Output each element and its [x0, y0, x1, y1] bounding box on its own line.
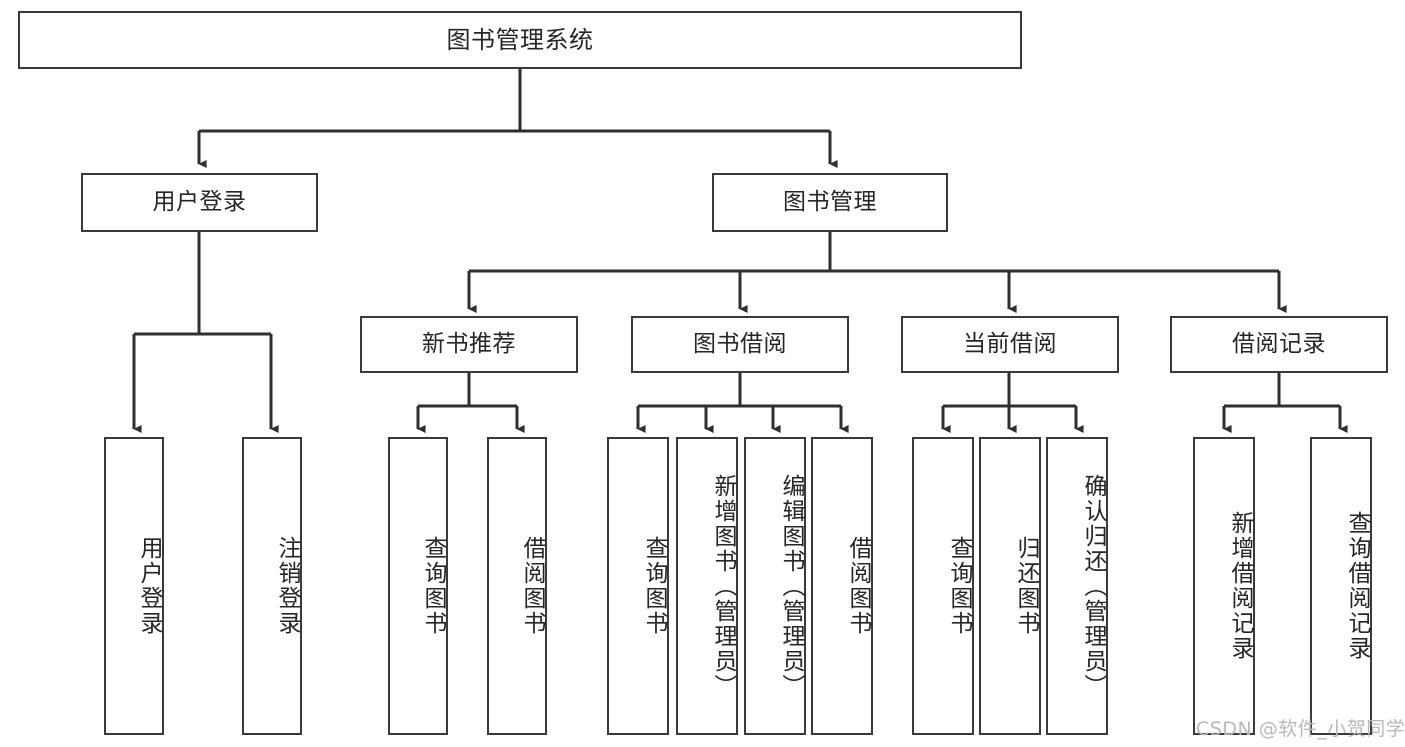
node-root-label: 图书管理系统: [446, 25, 594, 54]
node-book-management-label: 图书管理: [783, 188, 877, 215]
node-leaf-borrow-query-book-label: 查询图书: [641, 536, 667, 636]
node-leaf-query-borrow-record-label: 查询借阅记录: [1344, 511, 1370, 661]
node-book-borrow[interactable]: 图书借阅: [631, 316, 849, 373]
node-new-book-recommend-label: 新书推荐: [422, 330, 516, 357]
node-leaf-borrow-book-label: 借阅图书: [845, 536, 871, 636]
node-leaf-new-book-borrow-book[interactable]: 借阅图书: [487, 437, 547, 735]
node-leaf-add-book-admin-label: 新增图书（管理员）: [710, 473, 736, 699]
node-leaf-user-login-label: 用户登录: [136, 536, 162, 636]
node-leaf-edit-book-admin[interactable]: 编辑图书（管理员）: [744, 437, 806, 735]
node-leaf-new-book-query-book-label: 查询图书: [420, 536, 446, 636]
node-borrow-record[interactable]: 借阅记录: [1170, 316, 1388, 373]
node-borrow-record-label: 借阅记录: [1232, 330, 1326, 357]
node-book-management[interactable]: 图书管理: [712, 173, 948, 232]
node-leaf-new-book-borrow-book-label: 借阅图书: [519, 536, 545, 636]
node-leaf-confirm-return-admin[interactable]: 确认归还（管理员）: [1046, 437, 1108, 735]
csdn-watermark: CSDN @软件_小贺同学: [1196, 718, 1405, 740]
node-leaf-return-book-label: 归还图书: [1013, 536, 1039, 636]
node-leaf-current-query-book[interactable]: 查询图书: [912, 437, 974, 735]
node-leaf-add-borrow-record-label: 新增借阅记录: [1227, 511, 1253, 661]
node-book-borrow-label: 图书借阅: [693, 330, 787, 357]
node-leaf-new-book-query-book[interactable]: 查询图书: [388, 437, 448, 735]
node-user-login[interactable]: 用户登录: [81, 173, 318, 232]
node-leaf-query-borrow-record[interactable]: 查询借阅记录: [1310, 437, 1372, 735]
node-leaf-edit-book-admin-label: 编辑图书（管理员）: [778, 473, 804, 699]
node-new-book-recommend[interactable]: 新书推荐: [360, 316, 578, 373]
node-leaf-borrow-query-book[interactable]: 查询图书: [607, 437, 669, 735]
node-leaf-add-book-admin[interactable]: 新增图书（管理员）: [676, 437, 738, 735]
node-leaf-logout[interactable]: 注销登录: [242, 437, 302, 735]
node-leaf-current-query-book-label: 查询图书: [946, 536, 972, 636]
node-user-login-label: 用户登录: [152, 188, 247, 215]
node-current-borrow[interactable]: 当前借阅: [901, 316, 1119, 373]
node-leaf-borrow-book[interactable]: 借阅图书: [811, 437, 873, 735]
node-leaf-user-login[interactable]: 用户登录: [104, 437, 164, 735]
node-leaf-logout-label: 注销登录: [274, 536, 300, 636]
node-root-book-management-system[interactable]: 图书管理系统: [18, 11, 1022, 69]
node-current-borrow-label: 当前借阅: [963, 330, 1057, 357]
node-leaf-confirm-return-admin-label: 确认归还（管理员）: [1080, 473, 1106, 699]
node-leaf-return-book[interactable]: 归还图书: [979, 437, 1041, 735]
node-leaf-add-borrow-record[interactable]: 新增借阅记录: [1193, 437, 1255, 735]
